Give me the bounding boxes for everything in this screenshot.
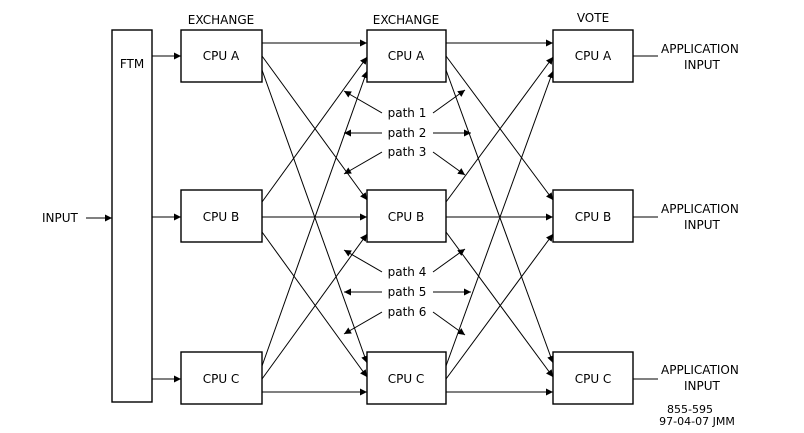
path-6-leader-right xyxy=(432,311,466,336)
exchange-1-cpu-a-box xyxy=(180,29,263,83)
path-3-label: path 3 xyxy=(388,145,427,159)
exchange-1-cpu-a-label: CPU A xyxy=(203,49,240,63)
drawing-date: 97-04-07 JMM xyxy=(659,415,735,428)
path-3-leader-right xyxy=(432,151,466,176)
app-input-c-line2: INPUT xyxy=(684,379,721,393)
vote-cpu-b-box xyxy=(552,189,634,243)
path-1-leader-right xyxy=(432,89,466,114)
vote-cpu-c-label: CPU C xyxy=(575,372,612,386)
exchange-1-links xyxy=(261,39,368,396)
path-4-label: path 4 xyxy=(388,265,427,279)
header-exchange-2: EXCHANGE xyxy=(373,13,439,27)
input-label: INPUT xyxy=(42,211,79,225)
path-1-leader-left xyxy=(343,90,383,114)
path-4-leader-right xyxy=(432,248,466,273)
exchange-1-cpu-c-label: CPU C xyxy=(203,372,240,386)
header-exchange-1: EXCHANGE xyxy=(188,13,254,27)
path-6-label: path 6 xyxy=(388,305,427,319)
app-input-a-line2: INPUT xyxy=(684,58,721,72)
exchange-1-cpu-b-label: CPU B xyxy=(203,210,239,224)
path-2-label: path 2 xyxy=(388,126,427,140)
exchange-2-cpu-c-box xyxy=(366,351,447,405)
ftm-block xyxy=(111,29,153,403)
exchange-1-cpu-b-box xyxy=(180,189,263,243)
drawing-number: 855-595 xyxy=(667,403,713,416)
path-4-leader-left xyxy=(343,249,383,273)
exchange-2-cpu-c-label: CPU C xyxy=(388,372,425,386)
app-input-a-line1: APPLICATION xyxy=(661,42,739,56)
exchange-2-cpu-a-box xyxy=(366,29,447,83)
path-5-label: path 5 xyxy=(388,285,427,299)
vote-cpu-a-label: CPU A xyxy=(575,49,612,63)
ftm-label: FTM xyxy=(120,57,144,71)
app-input-b-line1: APPLICATION xyxy=(661,202,739,216)
exchange-1-cpu-c-box xyxy=(180,351,263,405)
exchange-2-links xyxy=(445,39,554,396)
path-3-leader-left xyxy=(343,151,383,175)
path-1-label: path 1 xyxy=(388,106,427,120)
path-6-leader-left xyxy=(343,311,383,335)
exchange-2-cpu-a-label: CPU A xyxy=(388,49,425,63)
app-input-b-line2: INPUT xyxy=(684,218,721,232)
exchange-2-cpu-b-box xyxy=(366,189,447,243)
header-vote: VOTE xyxy=(577,11,609,25)
vote-cpu-c-box xyxy=(552,351,634,405)
app-input-c-line1: APPLICATION xyxy=(661,363,739,377)
vote-cpu-b-label: CPU B xyxy=(575,210,611,224)
exchange-2-cpu-b-label: CPU B xyxy=(388,210,424,224)
